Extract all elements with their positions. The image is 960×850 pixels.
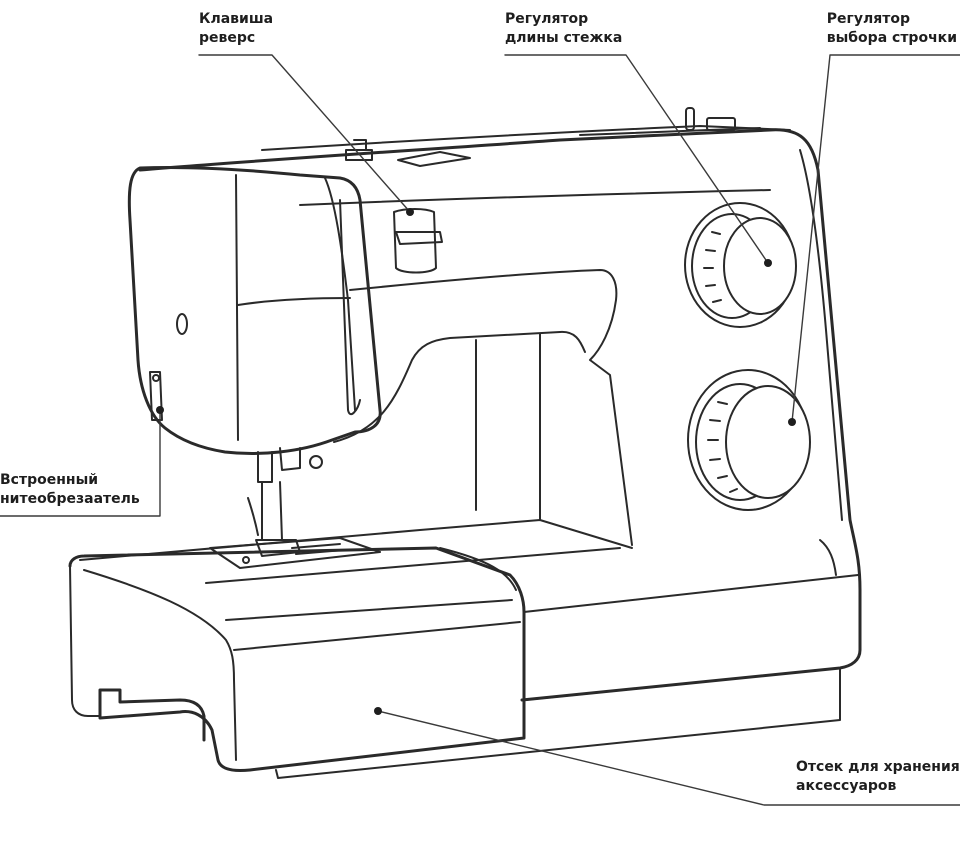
leader-stitch-pattern — [791, 54, 960, 423]
machine-head — [127, 165, 382, 455]
dot-stitch-length — [764, 259, 772, 267]
label-stitch-pattern-line1: Регулятор — [826, 11, 910, 27]
stitch-length-dial — [684, 202, 797, 328]
label-reverse-key-line2: реверс — [199, 30, 256, 46]
leader-storage — [377, 710, 960, 806]
leader-lines — [0, 54, 960, 806]
dot-reverse-key — [406, 208, 414, 216]
machine-base — [68, 519, 859, 779]
leader-thread-cutter — [0, 409, 161, 517]
machine-body — [138, 107, 862, 702]
label-accessory-storage: Отсек для хранения аксессуаров — [796, 758, 960, 796]
leader-stitch-length — [504, 54, 769, 264]
label-thread-cutter: Встроенный нитеобрезаатель — [0, 471, 140, 509]
label-reverse-key-line1: Клавиша — [199, 11, 274, 27]
label-reverse-key: Клавиша реверс — [199, 10, 273, 48]
leader-reverse-key — [198, 54, 411, 213]
label-stitch-pattern-line2: выбора строчки — [826, 30, 957, 46]
label-stitch-pattern: Регулятор выбора строчки — [827, 10, 957, 48]
dot-thread-cutter — [156, 406, 164, 414]
stitch-pattern-dial — [687, 369, 811, 511]
reverse-key — [393, 208, 443, 274]
label-accessory-storage-line2: аксессуаров — [796, 778, 897, 794]
label-stitch-length-line2: длины стежка — [505, 30, 623, 46]
dot-stitch-pattern — [788, 418, 796, 426]
label-thread-cutter-line1: Встроенный — [0, 472, 99, 488]
dot-storage — [374, 707, 382, 715]
label-stitch-length: Регулятор длины стежка — [505, 10, 622, 48]
label-thread-cutter-line2: нитеобрезаатель — [0, 491, 140, 507]
leader-dots — [156, 208, 796, 715]
label-stitch-length-line1: Регулятор — [505, 11, 589, 27]
label-accessory-storage-line1: Отсек для хранения — [796, 759, 960, 775]
